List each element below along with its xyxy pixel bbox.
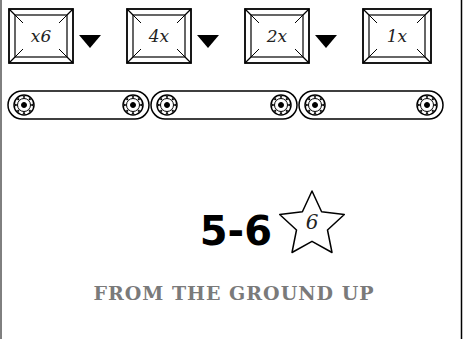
lesson-number: 5-6 bbox=[200, 208, 272, 254]
node-text-holder: 2x bbox=[244, 8, 310, 64]
crate-label: 1x bbox=[387, 26, 407, 46]
star-number: 6 bbox=[306, 210, 319, 234]
crate-label: 4x bbox=[149, 26, 169, 46]
node-text-holder: 4x bbox=[126, 8, 192, 64]
crate-label: x6 bbox=[31, 26, 51, 46]
subtitle: FROM THE GROUND UP bbox=[93, 282, 374, 304]
crate-box: 4x bbox=[126, 8, 192, 64]
crate-box: 1x bbox=[362, 8, 432, 64]
node-text-holder: 6 bbox=[276, 186, 348, 258]
crate-box: x6 bbox=[8, 8, 74, 64]
star-badge: 6 bbox=[276, 186, 348, 258]
node-text-holder: x6 bbox=[8, 8, 74, 64]
crate-box: 2x bbox=[244, 8, 310, 64]
node-text-holder: 1x bbox=[362, 8, 432, 64]
crate-label: 2x bbox=[267, 26, 287, 46]
